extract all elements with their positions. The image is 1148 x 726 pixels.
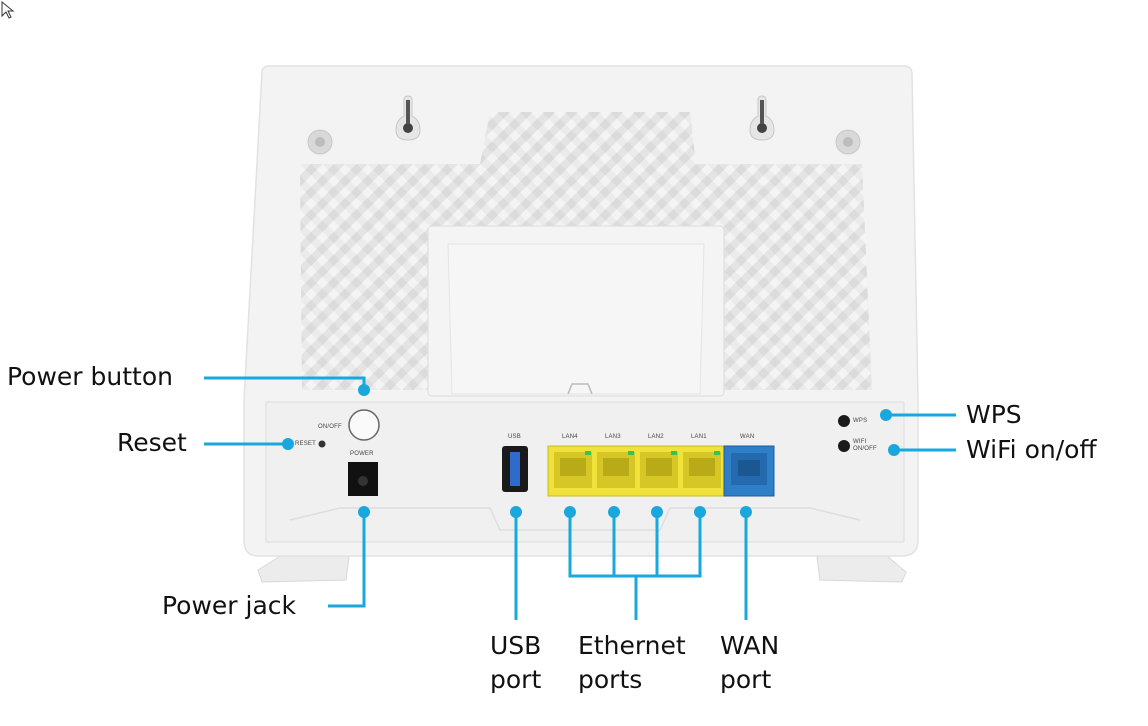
callout-usb-port-line1: USB <box>490 631 542 660</box>
cursor-icon <box>1 0 15 19</box>
lan3-port <box>597 451 635 488</box>
callout-dots <box>282 384 900 518</box>
lan2-port <box>640 451 678 488</box>
wall-mount-keyhole-left <box>395 95 421 141</box>
label-lan2: LAN2 <box>648 434 664 440</box>
wps-button <box>838 415 850 427</box>
label-wan: WAN <box>740 434 755 440</box>
callout-reset: Reset <box>117 428 187 457</box>
callout-power-button: Power button <box>7 362 173 391</box>
label-lan4: LAN4 <box>562 434 578 440</box>
router-feet <box>257 549 907 583</box>
wall-mount-keyhole-right <box>749 95 775 141</box>
router-body <box>243 65 919 557</box>
callout-wan-port-line2: port <box>720 665 772 694</box>
lan1-port <box>683 451 721 488</box>
callout-ethernet-ports-line1: Ethernet <box>578 631 686 660</box>
callout-lines <box>204 376 956 620</box>
label-wps: WPS <box>853 418 868 424</box>
callout-usb-port-line2: port <box>490 665 542 694</box>
lan-ports <box>547 445 725 497</box>
label-usb: USB <box>508 434 521 440</box>
lan4-port <box>554 451 592 488</box>
callout-power-jack: Power jack <box>162 591 297 620</box>
callout-wan-port-line1: WAN <box>720 631 780 660</box>
label-power: POWER <box>350 451 374 457</box>
callout-ethernet-ports-line2: ports <box>578 665 643 694</box>
label-lan3: LAN3 <box>605 434 621 440</box>
power-button <box>348 409 380 441</box>
wifi-button <box>838 440 850 452</box>
label-on-off: ON/OFF <box>318 424 342 430</box>
label-lan1: LAN1 <box>691 434 707 440</box>
label-wifi: WIFI <box>853 439 867 445</box>
usb-port <box>502 446 528 492</box>
label-reset: RESET <box>295 441 317 447</box>
callout-wps: WPS <box>966 400 1022 429</box>
reset-hole <box>318 440 326 448</box>
callout-wifi-onoff: WiFi on/off <box>966 435 1097 464</box>
label-wifi-onoff: ON/OFF <box>853 446 877 452</box>
power-jack <box>348 462 378 496</box>
wan-port <box>723 445 775 497</box>
